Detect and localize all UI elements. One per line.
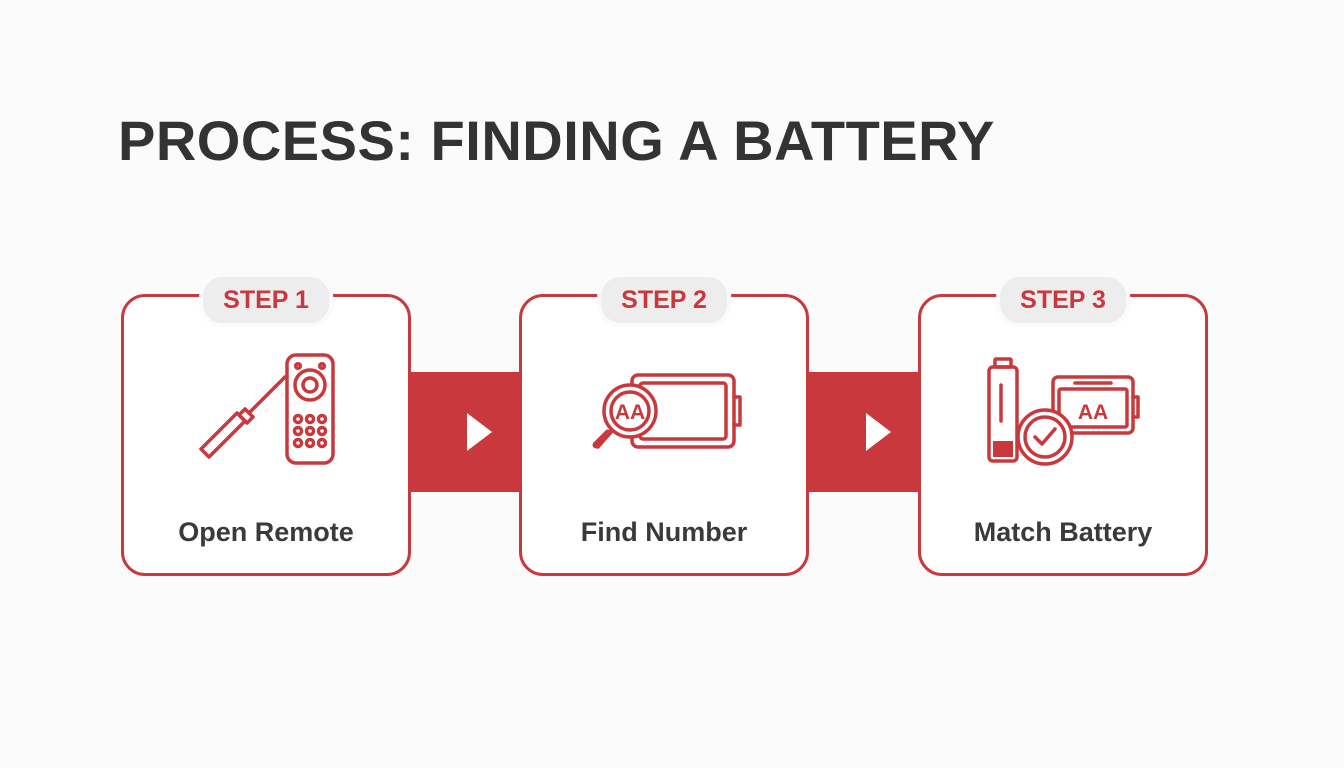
- arrow-right-icon: [866, 413, 891, 451]
- step-icon-group: AA: [522, 345, 806, 485]
- step-card-2: STEP 2 AA Find Number: [519, 273, 809, 576]
- battery-size-text: AA: [615, 401, 645, 424]
- step-badge: STEP 2: [597, 273, 731, 327]
- step-label: Open Remote: [178, 517, 354, 547]
- step-badge: STEP 1: [199, 273, 333, 327]
- battery-compartment-icon: AA: [1051, 375, 1140, 435]
- step-icon-group: [124, 345, 408, 485]
- magnifier-icon: AA: [592, 383, 658, 449]
- page-title: PROCESS: FINDING A BATTERY: [118, 109, 995, 172]
- remote-control-icon: [285, 353, 335, 465]
- battery-size-text: AA: [1078, 401, 1108, 424]
- screwdriver-icon: [199, 375, 287, 459]
- connector-1: [408, 372, 524, 492]
- battery-icon: [987, 357, 1019, 463]
- step-card-1: STEP 1: [121, 273, 411, 576]
- step-badge: STEP 3: [996, 273, 1130, 327]
- connector-2: [806, 372, 924, 492]
- step-card-3: STEP 3 AA: [918, 273, 1208, 576]
- step-icon-group: AA: [921, 345, 1205, 485]
- step-label: Find Number: [580, 517, 748, 547]
- arrow-right-icon: [467, 413, 492, 451]
- step-label: Match Battery: [973, 517, 1153, 547]
- checkmark-icon: [1016, 408, 1074, 466]
